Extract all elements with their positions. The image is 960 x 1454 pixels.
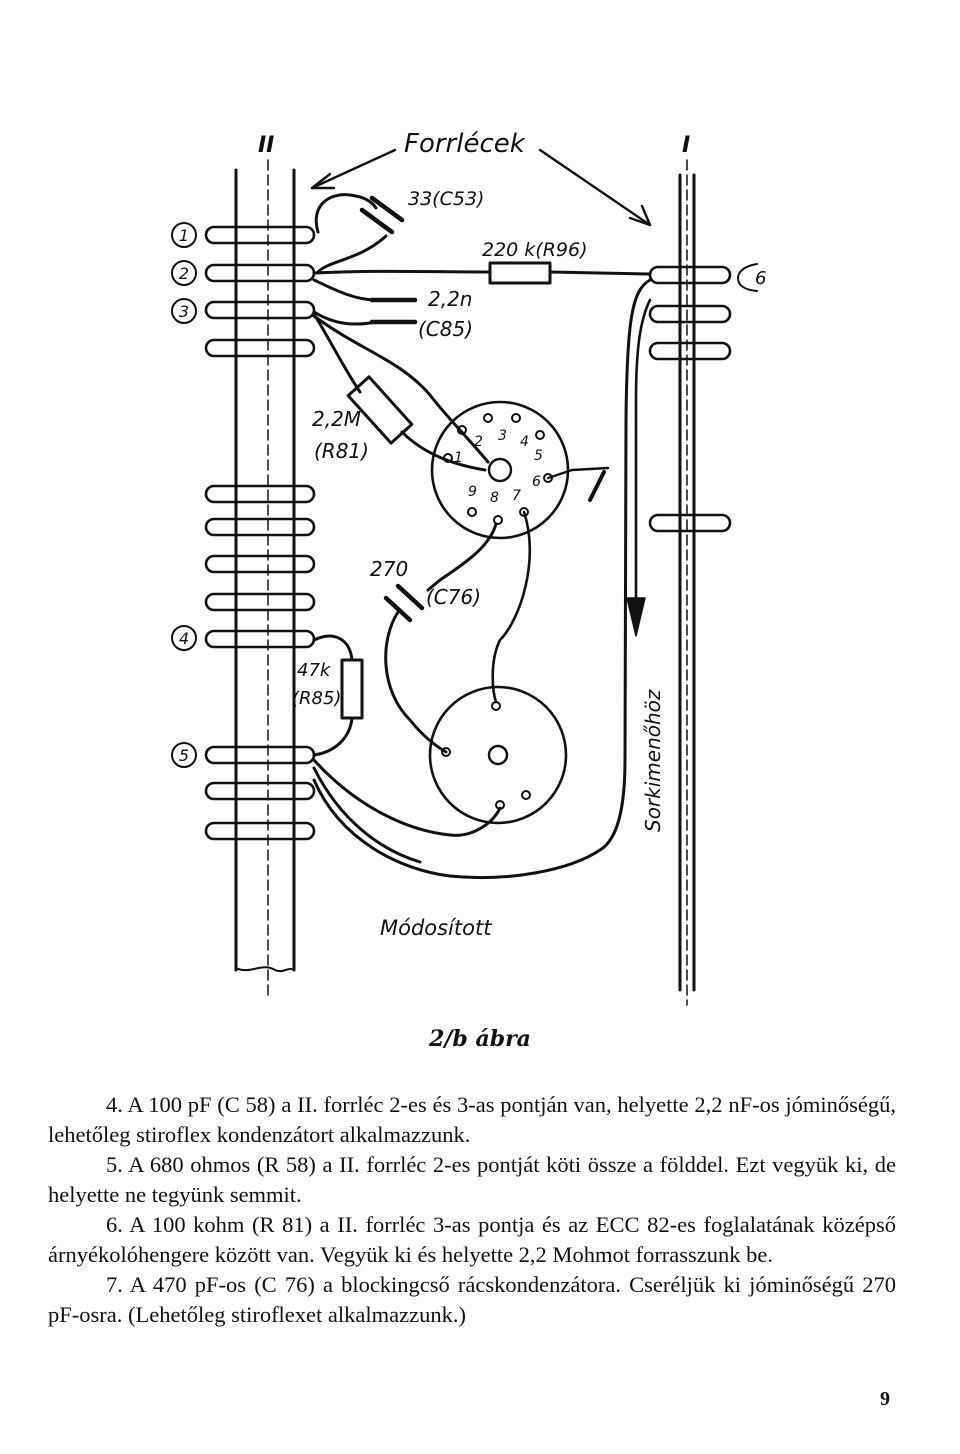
c76-value-label: 270 [370, 557, 408, 581]
strip-II-label: II [258, 133, 274, 158]
socket-pins [443, 413, 553, 525]
terminal-strip-II [204, 159, 316, 1001]
r85-ref-label: (R85) [292, 688, 341, 709]
c85-ref-label: (C85) [418, 317, 473, 341]
terminal-1-label: 1 [179, 226, 189, 245]
terminal-markers [171, 222, 758, 768]
modified-label: Módosított [380, 916, 492, 940]
side-label: Sorkimenőhöz [641, 689, 665, 832]
tube-socket-round [428, 510, 568, 825]
pin-2-label: 2 [474, 434, 483, 450]
terminal-6-label: 6 [755, 268, 766, 289]
wiring-diagram: 1 2 3 4 5 6 II I Forrlécek 33(C53) 220 k… [171, 129, 766, 1006]
strip-II-lugs [204, 225, 316, 841]
pin-6-label: 6 [532, 474, 541, 490]
capacitor-c53 [314, 193, 405, 274]
terminal-3-label: 3 [179, 302, 189, 321]
resistor-r81 [312, 312, 490, 472]
paragraph-7: 7. A 470 pF-os (C 76) a blockingcső rács… [48, 1272, 896, 1327]
capacitor-c76 [383, 522, 498, 754]
strips-title: Forrlécek [404, 129, 526, 159]
r96-label: 220 k(R96) [482, 239, 588, 261]
c53-label: 33(C53) [408, 188, 484, 210]
tube-socket-noval [430, 400, 610, 540]
pin-1-label: 1 [454, 450, 463, 466]
title-arrows [310, 148, 652, 227]
paragraph-6: 6. A 100 kohm (R 81) a II. forrléc 3-as … [48, 1212, 896, 1267]
r81-value-label: 2,2M [312, 407, 361, 431]
pin-4-label: 4 [520, 434, 529, 450]
lower-wiring [312, 278, 652, 880]
terminal-strip-I [648, 159, 732, 1006]
figure-caption: 2/b ábra [429, 1026, 531, 1052]
arrow-to-line-output [626, 298, 652, 637]
pin-9-label: 9 [468, 484, 477, 500]
c76-ref-label: (C76) [426, 585, 481, 609]
capacitor-c85 [312, 278, 418, 326]
pin-7-label: 7 [512, 488, 521, 504]
pin-8-label: 8 [490, 490, 499, 506]
pin-5-label: 5 [534, 448, 543, 464]
terminal-5-label: 5 [179, 746, 189, 765]
paragraph-5: 5. A 680 ohmos (R 58) a II. forrléc 2-es… [48, 1152, 896, 1207]
r81-ref-label: (R81) [314, 439, 369, 463]
body-text: 4. A 100 pF (C 58) a II. forrléc 2-es és… [48, 1090, 896, 1330]
r85-value-label: 47k [297, 660, 332, 681]
page-number: 9 [880, 1388, 890, 1410]
c85-value-label: 2,2n [428, 287, 472, 311]
paragraph-4: 4. A 100 pF (C 58) a II. forrléc 2-es és… [48, 1092, 896, 1147]
strip-I-label: I [682, 133, 690, 158]
resistor-r85 [312, 634, 364, 757]
pin-3-label: 3 [498, 428, 507, 444]
strip-I-lugs [648, 265, 732, 533]
terminal-4-label: 4 [179, 629, 189, 648]
resistor-r96 [312, 261, 652, 285]
terminal-2-label: 2 [179, 264, 189, 283]
